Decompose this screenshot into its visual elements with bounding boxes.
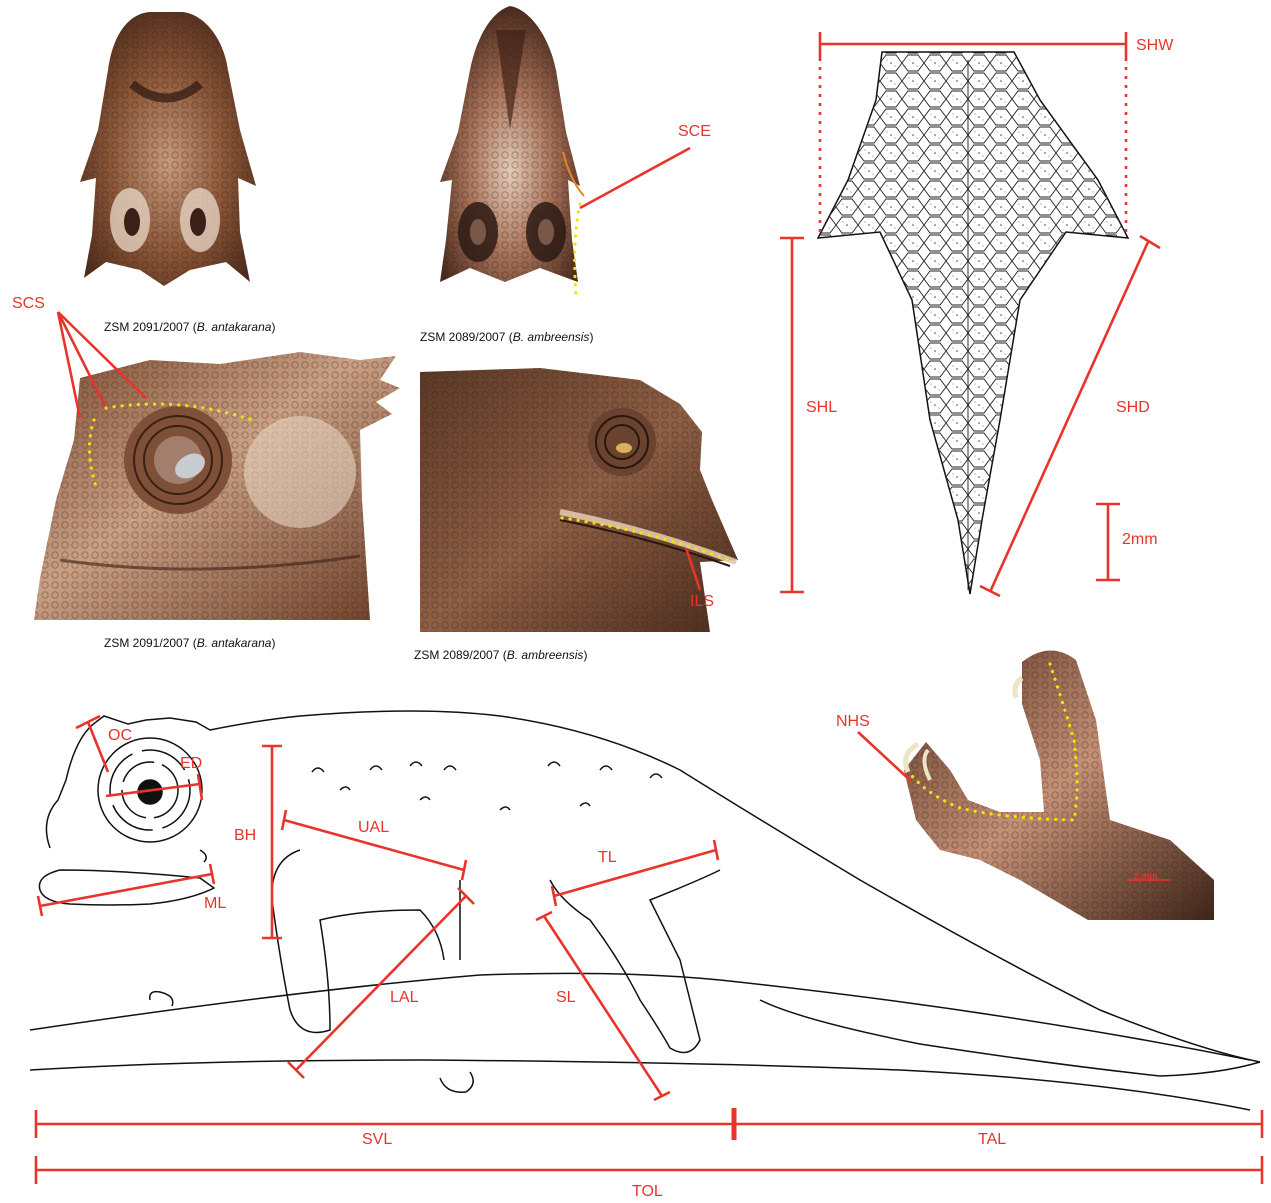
caption-dorsal-left: ZSM 2091/2007 (B. antakarana) xyxy=(104,320,275,334)
label-oc: OC xyxy=(108,728,132,744)
sce-dots xyxy=(575,204,580,296)
label-lal: LAL xyxy=(390,990,418,1006)
dorsal-head-photo-right xyxy=(440,6,584,282)
label-ed: ED xyxy=(180,756,202,772)
label-tl: TL xyxy=(598,850,617,866)
label-tal: TAL xyxy=(978,1132,1006,1148)
lateral-head-photo-left xyxy=(34,352,400,620)
label-scale-2mm: 2mm xyxy=(1122,532,1158,548)
label-ml: ML xyxy=(204,896,226,912)
label-nhs: NHS xyxy=(836,714,870,730)
branch-upper-edge xyxy=(30,973,1250,1060)
label-ual: UAL xyxy=(358,820,389,836)
sl-bar xyxy=(536,912,670,1100)
label-ils: ILS xyxy=(690,594,714,610)
label-tol: TOL xyxy=(632,1184,663,1200)
scale-shield-drawing xyxy=(818,52,1128,594)
bh-bar xyxy=(262,746,282,938)
label-foot-scale: 2 mm xyxy=(1134,872,1158,881)
tl-bar xyxy=(552,840,718,906)
caption-lateral-right: ZSM 2089/2007 (B. ambreensis) xyxy=(414,648,587,662)
label-shl: SHL xyxy=(806,400,837,416)
caption-dorsal-right: ZSM 2089/2007 (B. ambreensis) xyxy=(420,330,593,344)
caption-specimen: ZSM 2091/2007 xyxy=(104,320,189,334)
label-shd: SHD xyxy=(1116,400,1150,416)
caption-lateral-left: ZSM 2091/2007 (B. antakarana) xyxy=(104,636,275,650)
label-shw: SHW xyxy=(1136,38,1173,54)
caption-species: B. antakarana xyxy=(197,320,272,334)
lal-bar xyxy=(288,888,474,1078)
caption-species: B. ambreensis xyxy=(507,648,584,662)
shl-bar xyxy=(780,238,804,592)
branch-lower-edge xyxy=(30,1060,1250,1110)
sce-pointer xyxy=(580,148,690,208)
caption-species: B. antakarana xyxy=(197,636,272,650)
scale-bar-2mm xyxy=(1096,504,1120,580)
label-scs: SCS xyxy=(12,296,45,312)
tol-bar xyxy=(36,1156,1262,1184)
caption-species: B. ambreensis xyxy=(513,330,590,344)
label-sl: SL xyxy=(556,990,576,1006)
label-sce: SCE xyxy=(678,124,711,140)
caption-specimen: ZSM 2091/2007 xyxy=(104,636,189,650)
svl-tal-bar xyxy=(36,1110,1262,1138)
label-svl: SVL xyxy=(362,1132,392,1148)
caption-specimen: ZSM 2089/2007 xyxy=(414,648,499,662)
caption-specimen: ZSM 2089/2007 xyxy=(420,330,505,344)
dorsal-head-photo-left xyxy=(80,12,256,286)
label-bh: BH xyxy=(234,828,256,844)
